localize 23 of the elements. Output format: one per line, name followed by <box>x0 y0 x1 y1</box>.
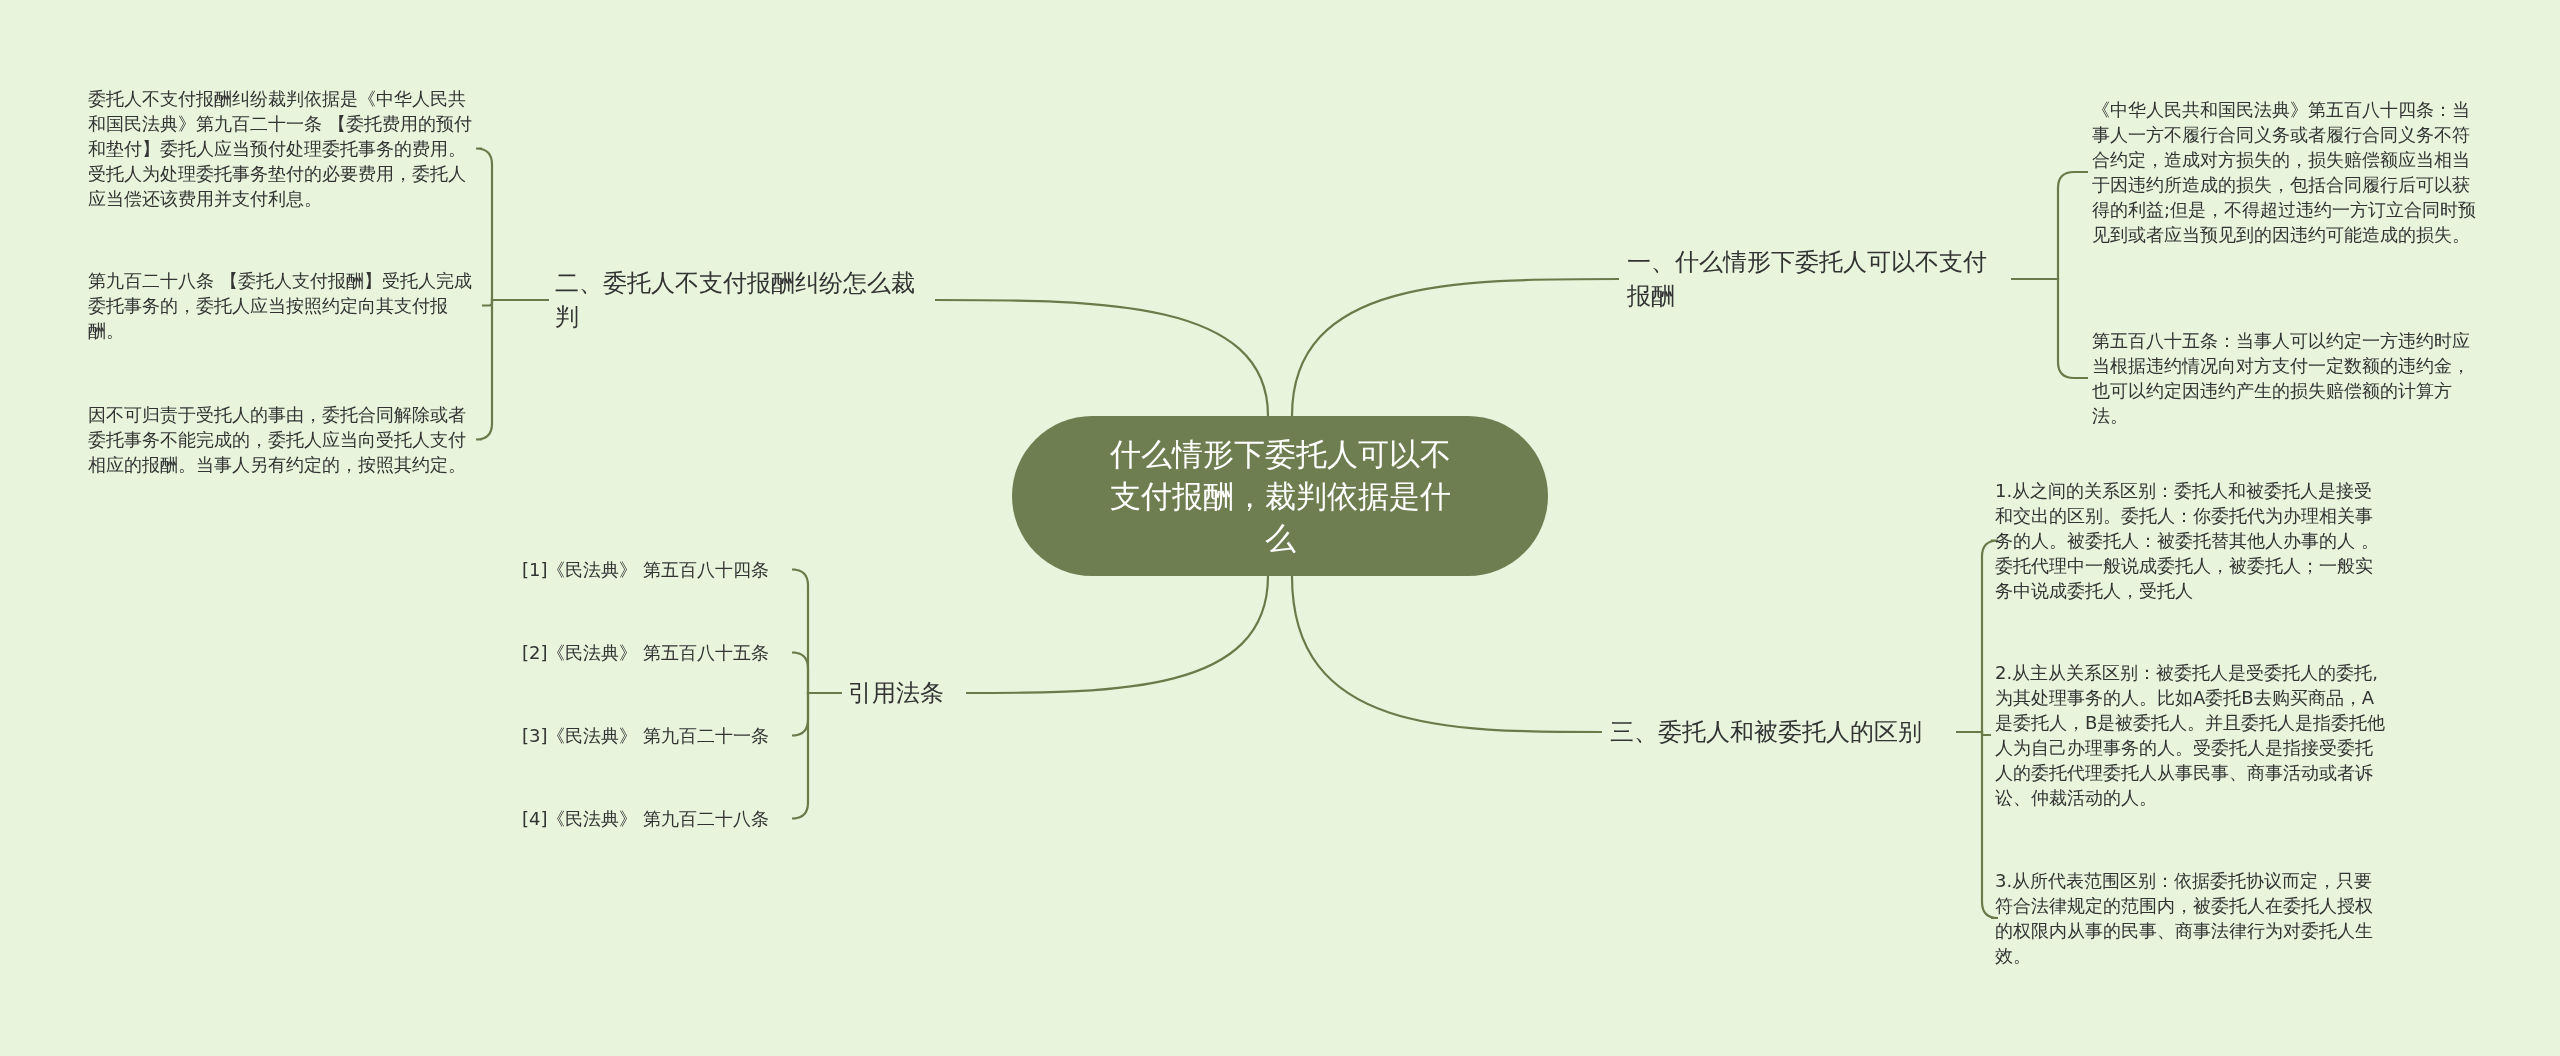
connector-line <box>790 691 842 820</box>
leaf-text: 第五百八十五条：当事人可以约定一方违约时应当根据违约情况向对方支付一定数额的违约金，也可以约定因违约产生的损失赔偿额的计算方法。 <box>2092 328 2484 428</box>
citation-text: [2]《民法典》 第五百八十五条 <box>522 640 792 665</box>
citation-text: [1]《民法典》 第五百八十四条 <box>522 557 792 582</box>
connector-line <box>1290 277 1619 417</box>
leaf-text: 第九百二十八条 【委托人支付报酬】受托人完成委托事务的，委托人应当按照约定向其支付报酬。 <box>88 268 478 343</box>
leaf-text: 3.从所代表范围区别：依据委托协议而定，只要符合法律规定的范围内，被委托人在委托人授权的权限内从事的民事、商事法律行为对委托人生效。 <box>1995 868 2387 968</box>
connector-line <box>1290 575 1602 734</box>
connector-line <box>935 298 1270 417</box>
connector-line <box>966 575 1270 695</box>
central-topic: 什么情形下委托人可以不支付报酬，裁判依据是什么 <box>1012 416 1548 576</box>
connector-line <box>474 298 549 441</box>
leaf-text: 委托人不支付报酬纠纷裁判依据是《中华人民共和国民法典》第九百二十一条 【委托费用的预付和垫付】委托人应当预付处理委托事务的费用。受托人为处理委托事务垫付的必要费用，委托人应当偿还该费用并支付利息。 <box>88 86 478 211</box>
citation-text: [4]《民法典》 第九百二十八条 <box>522 806 792 831</box>
branch-topic: 三、委托人和被委托人的区别 <box>1610 715 1950 749</box>
leaf-text: 因不可归责于受托人的事由，委托合同解除或者委托事务不能完成的，委托人应当向受托人支付相应的报酬。当事人另有约定的，按照其约定。 <box>88 402 478 477</box>
citation-text: [3]《民法典》 第九百二十一条 <box>522 723 792 748</box>
branch-topic: 一、什么情形下委托人可以不支付报酬 <box>1627 245 2005 313</box>
leaf-text: 《中华人民共和国民法典》第五百八十四条：当事人一方不履行合同义务或者履行合同义务不符合约定，造成对方损失的，损失赔偿额应当相当于因违约所造成的损失，包括合同履行后可以获得的利益;但是，不得超过违约一方订立合同时预见到或者应当预见到的因违约可能造成的损失。 <box>2092 97 2484 247</box>
branch-topic: 引用法条 <box>848 676 958 710</box>
leaf-text: 2.从主从关系区别：被委托人是受委托人的委托,为其处理事务的人。比如A委托B去购买商品，A是委托人，B是被委托人。并且委托人是指委托他人为自己办理事务的人。受委托人是指接受委托人的委托代理委托人从事民事、商事活动或者诉讼、仲裁活动的人。 <box>1995 660 2387 810</box>
branch-topic: 二、委托人不支付报酬纠纷怎么裁判 <box>555 266 927 334</box>
leaf-text: 1.从之间的关系区别：委托人和被委托人是接受和交出的区别。委托人：你委托代为办理相关事务的人。被委托人：被委托替其他人办事的人 。委托代理中一般说成委托人，被委托人；一般实务中说成委托人，受托人 <box>1995 478 2387 603</box>
